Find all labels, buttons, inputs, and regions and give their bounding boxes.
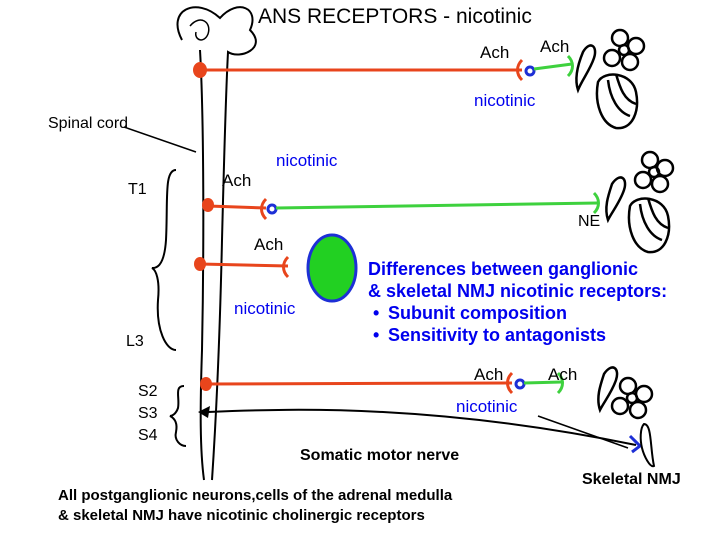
nicotinic-pointer-sacral [537,415,629,449]
terminal-adrenal [282,255,290,279]
label-ach-adrenal: Ach [254,235,284,254]
differences-heading-line2: & skeletal NMJ nicotinic receptors: [368,281,668,301]
receptor-top [524,65,536,77]
label-t1: T1 [128,181,147,198]
differences-box: Differences between ganglionic & skeleta… [368,258,667,346]
pathway-t1 [202,191,600,221]
adrenal-medulla [306,233,358,303]
post-terminal-top [566,54,574,78]
post-terminal-t1 [592,191,600,215]
receptor-t1 [266,203,278,215]
label-ach-top-post: Ach [540,37,570,56]
effector-eye-top [575,44,597,94]
footer-line1: All postganglionic neurons,cells of the … [58,487,453,504]
label-ach-t1: Ach [222,171,252,190]
preganglionic-axon-adrenal [199,262,289,268]
preganglionic-axon-t1 [207,204,267,210]
terminal-sacral [506,371,514,395]
differences-heading-line1: Differences between ganglionic [368,259,639,279]
spinal-cord-top-swirl [189,19,210,41]
effector-eye-t1 [605,176,627,224]
label-somatic-motor-nerve: Somatic motor nerve [300,447,460,464]
label-skeletal-nmj: Skeletal NMJ [582,471,681,488]
effector-eye-sacral [597,366,619,414]
label-s4: S4 [138,427,158,444]
differences-item: Subunit composition [373,302,667,324]
label-ach-top-pre: Ach [480,43,510,62]
postganglionic-axon-top [533,62,573,71]
somatic-motor-axon [207,408,637,446]
pathway-adrenal [194,233,358,303]
brace-sacral [169,385,187,447]
spinal-cord-pointer [123,126,197,153]
diagram-title: ANS RECEPTORS - nicotinic [258,5,532,28]
brace-thoracolumbar [151,169,177,351]
cell-body-t1 [202,198,214,212]
effector-heart-t1 [627,197,671,254]
postganglionic-axon-t1 [275,201,599,210]
somatic-cell-body [198,406,210,418]
effector-flower-sacral [610,376,654,420]
nmj-terminal [628,434,643,454]
differences-item: Sensitivity to antagonists [373,324,667,346]
label-s2: S2 [138,383,158,400]
effector-heart-top [595,73,639,130]
label-nicotinic-t1: nicotinic [276,151,338,170]
pathway-somatic [198,406,656,468]
effector-flower-t1 [633,150,675,194]
label-nicotinic-sacral: nicotinic [456,397,518,416]
preganglionic-axon-sacral [205,381,513,386]
spinal-cord-outline [176,6,257,481]
skeletal-muscle [639,422,656,468]
receptor-sacral [514,378,526,390]
effector-flower-top [602,28,646,72]
postganglionic-axon-sacral [523,380,563,385]
footer-line2: & skeletal NMJ have nicotinic cholinergi… [58,507,425,524]
label-s3: S3 [138,405,158,422]
label-l3: L3 [126,333,144,350]
label-ach-sacral-pre: Ach [474,365,504,384]
label-spinal-cord: Spinal cord [48,115,129,132]
label-nicotinic-top: nicotinic [474,91,536,110]
label-ne-t1: NE [578,213,601,230]
label-ach-sacral-post: Ach [548,365,578,384]
footer-note: All postganglionic neurons,cells of the … [58,486,452,526]
terminal-top [516,58,524,82]
differences-list: Subunit composition Sensitivity to antag… [368,302,667,346]
pathway-top [193,54,574,82]
terminal-t1 [260,197,268,221]
post-terminal-sacral [556,371,564,395]
label-nicotinic-adrenal: nicotinic [234,299,296,318]
pathway-sacral [200,371,564,395]
